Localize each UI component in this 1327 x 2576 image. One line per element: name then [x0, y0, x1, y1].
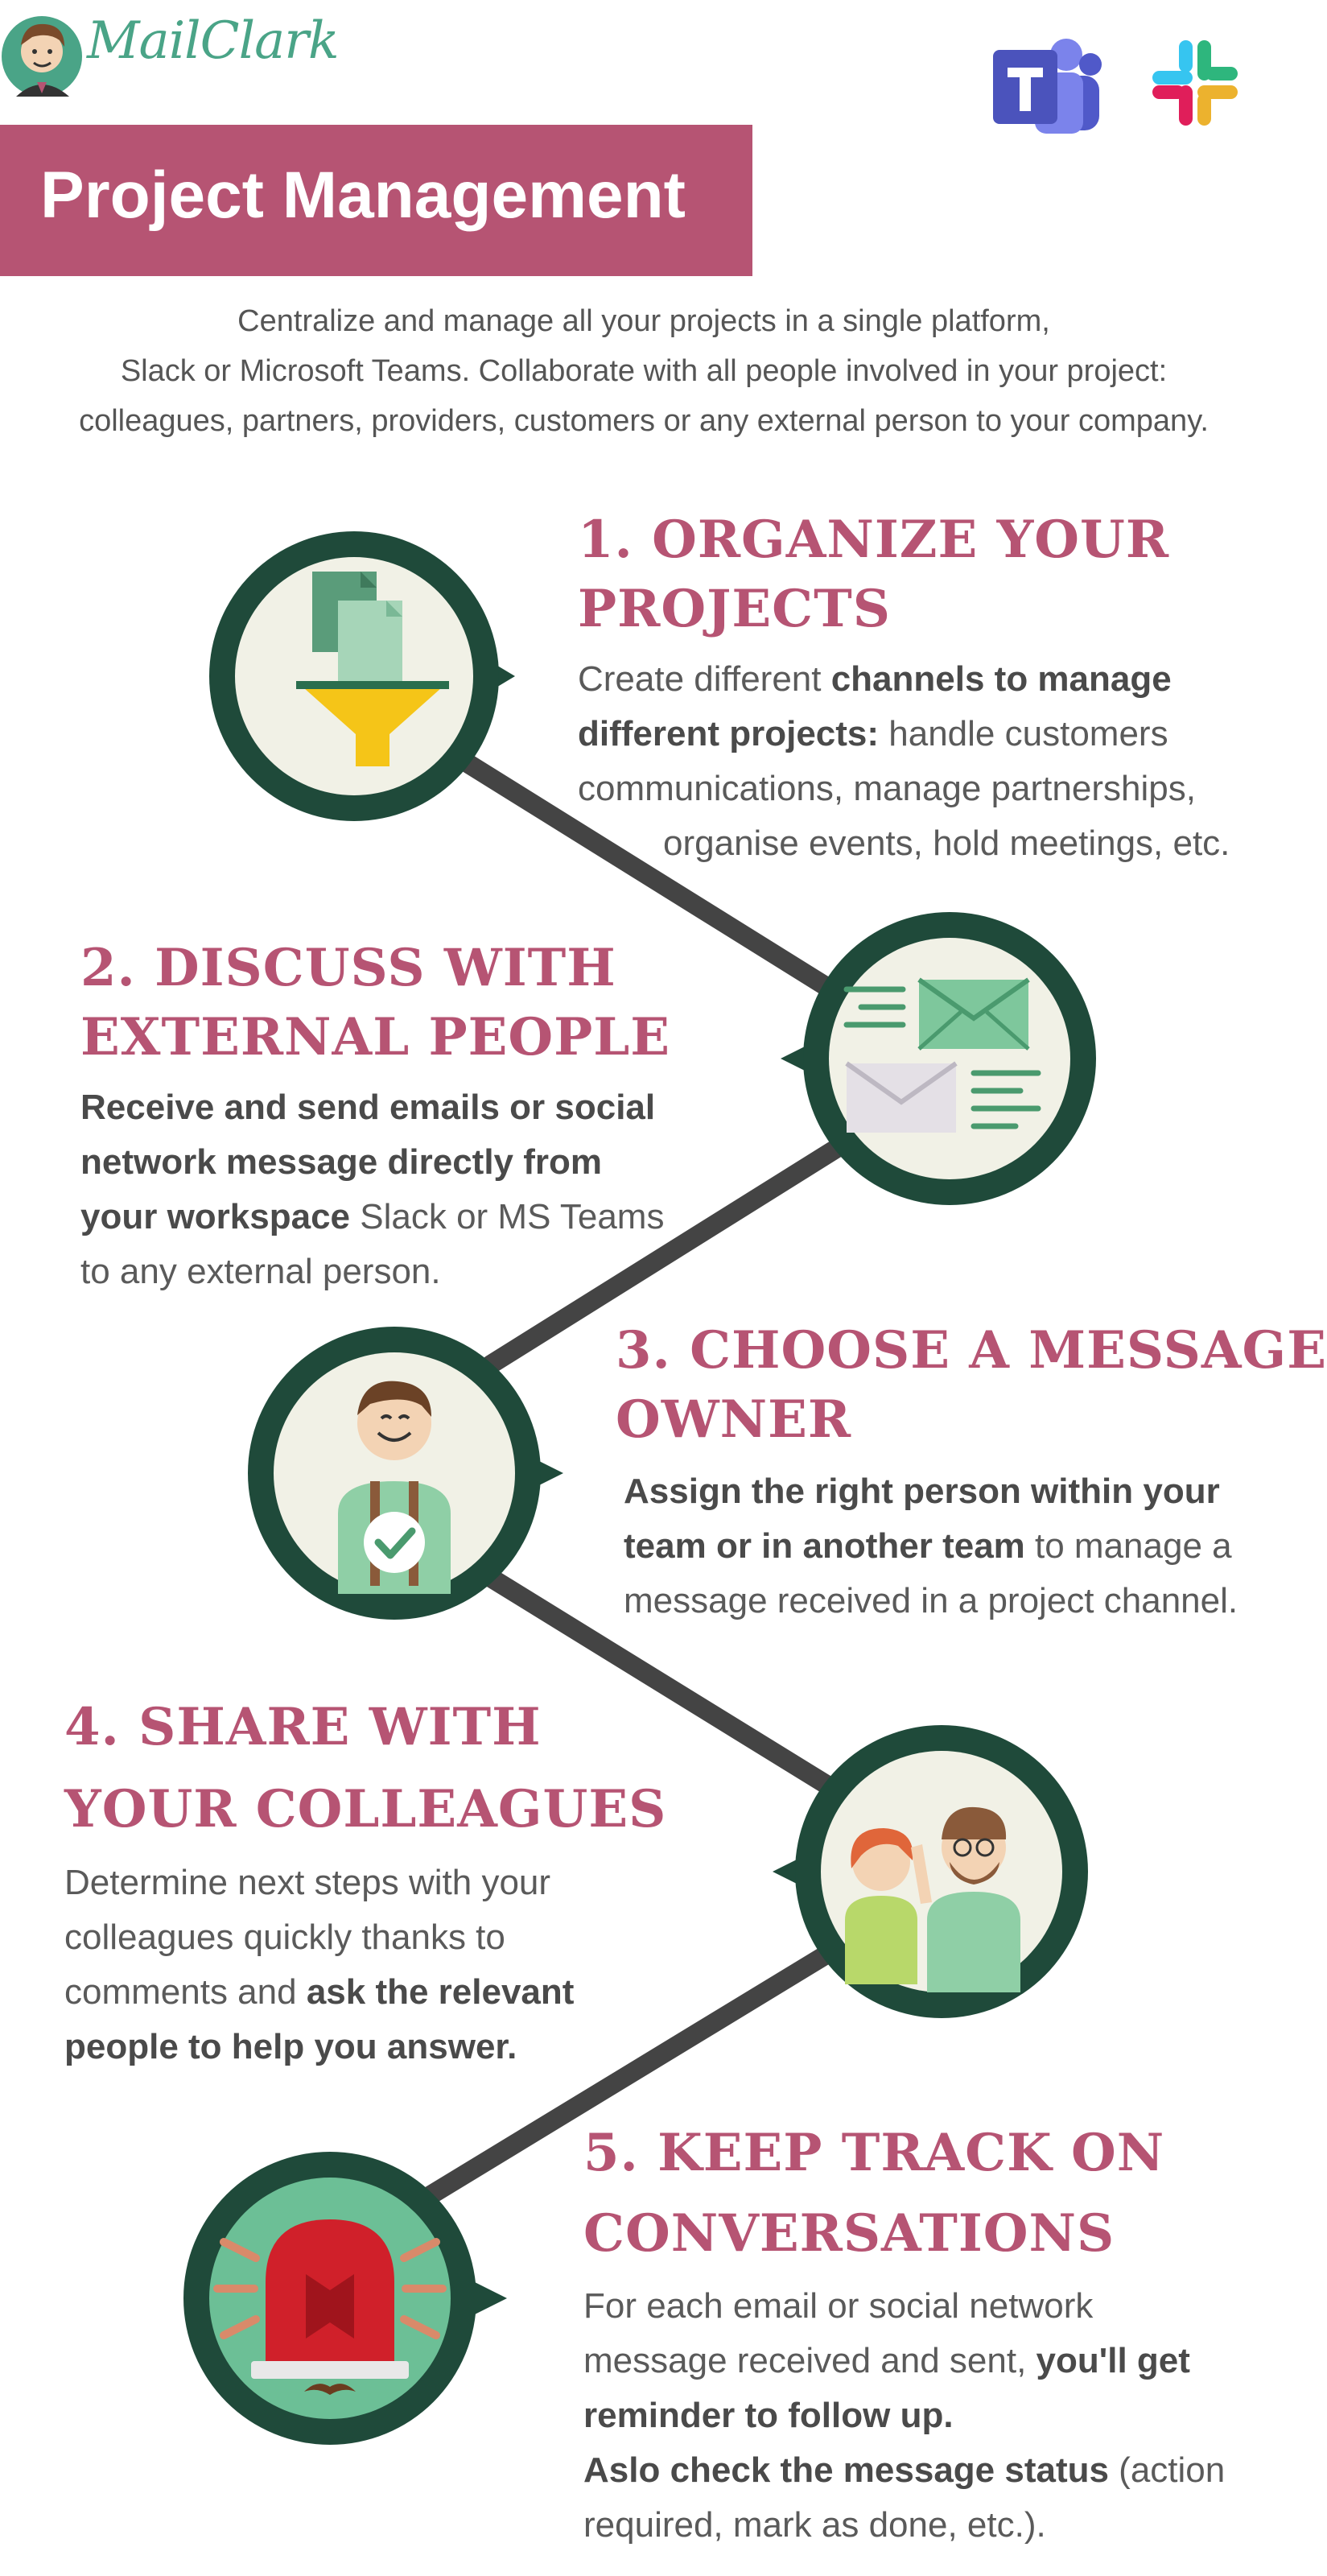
text-segment: 5. Keep track on	[583, 2123, 1165, 2183]
step-3-title: 3. Choose a message owner	[616, 1316, 1327, 1455]
text-segment: message received and sent,	[583, 2341, 1036, 2380]
text-segment: Slack or MS Teams	[350, 1197, 665, 1236]
intro-paragraph: Centralize and manage all your projects …	[16, 296, 1271, 446]
step-1-text: 1. Organize your projects Create differe…	[578, 506, 1230, 871]
bold-text-segment: you'll get	[1036, 2341, 1190, 2380]
text-segment: conversations	[583, 2203, 1115, 2264]
text-segment: 4. Share with	[64, 1697, 542, 1757]
alarm-siren-icon	[213, 2219, 447, 2395]
text-segment: colleagues quickly thanks to	[64, 1918, 505, 1957]
bold-text-segment: people to help you answer.	[64, 2027, 517, 2066]
text-segment: owner	[616, 1389, 852, 1450]
bold-text-segment: team or in another team	[624, 1526, 1025, 1566]
bold-text-segment: Assign the right person within your	[624, 1472, 1220, 1511]
step-3-body: Assign the right person within your team…	[616, 1464, 1327, 1629]
text-segment: to any external person.	[80, 1252, 441, 1291]
text-segment: Determine next steps with your	[64, 1863, 551, 1902]
step-1-badge	[209, 531, 515, 821]
text-segment: message received in a project channel.	[624, 1581, 1238, 1620]
connector-lines	[417, 743, 855, 2207]
text-segment: Create different	[578, 659, 831, 699]
step-5-title: 5. Keep track on conversations	[583, 2113, 1225, 2274]
text-segment: external people	[80, 1007, 671, 1067]
title-banner	[0, 125, 752, 276]
text-segment: For each email or social network	[583, 2286, 1094, 2326]
page-title: Project Management	[40, 159, 686, 232]
step-2-text: 2. Discuss with external people Receive …	[80, 934, 670, 1299]
step-2-title: 2. Discuss with external people	[80, 934, 670, 1072]
step-1-body: Create different channels to manage diff…	[578, 652, 1230, 871]
brand-logo[interactable]: MailClark	[0, 0, 340, 105]
step-5-body: For each email or social network message…	[583, 2279, 1225, 2553]
document-funnel-icon	[296, 572, 449, 766]
bold-text-segment: Receive and send emails or social	[80, 1088, 656, 1127]
logo-text: MailClark	[87, 11, 340, 71]
mailclark-avatar-icon	[2, 16, 82, 97]
text-segment: projects	[578, 579, 891, 639]
step-4-text: 4. Share with your colleagues Determine …	[64, 1686, 666, 2074]
bold-text-segment: channels to manage	[830, 659, 1172, 699]
step-3-text: 3. Choose a message owner Assign the rig…	[616, 1316, 1327, 1629]
text-segment: communications, manage partnerships,	[578, 769, 1196, 808]
step-3-badge	[248, 1327, 563, 1620]
step-1-title: 1. Organize your projects	[578, 506, 1230, 644]
text-segment: handle customers	[879, 714, 1168, 753]
slack-icon[interactable]	[1143, 31, 1247, 135]
text-segment: your colleagues	[64, 1779, 667, 1839]
step-4-badge	[773, 1725, 1088, 2018]
bold-text-segment: network message directly from	[80, 1142, 603, 1182]
intro-line: Centralize and manage all your projects …	[237, 304, 1050, 338]
microsoft-teams-icon[interactable]	[990, 32, 1102, 137]
bold-text-segment: ask the relevant	[306, 1972, 575, 2012]
intro-line: Slack or Microsoft Teams. Collaborate wi…	[120, 354, 1168, 388]
bold-text-segment: different projects:	[578, 714, 880, 753]
text-segment: to manage a	[1024, 1526, 1232, 1566]
text-segment: comments and	[64, 1972, 307, 2012]
step-4-title: 4. Share with your colleagues	[64, 1686, 666, 1851]
text-segment: 1. Organize your	[578, 510, 1169, 570]
intro-line: colleagues, partners, providers, custome…	[79, 404, 1209, 438]
envelopes-icon	[843, 977, 1041, 1133]
text-segment: 2. Discuss with	[80, 938, 616, 998]
colleagues-icon	[845, 1806, 1020, 1992]
text-segment: required, mark as done, etc.).	[583, 2505, 1046, 2545]
step-4-body: Determine next steps with your colleague…	[64, 1856, 666, 2074]
step-2-body: Receive and send emails or social networ…	[80, 1080, 670, 1299]
step-5-text: 5. Keep track on conversations For each …	[583, 2113, 1225, 2553]
text-segment: 3. Choose a message	[616, 1320, 1327, 1381]
text-segment: (action	[1108, 2450, 1226, 2490]
step-5-badge	[183, 2152, 507, 2445]
bold-text-segment: reminder to follow up.	[583, 2396, 954, 2435]
bold-text-segment: Aslo check the message status	[583, 2450, 1109, 2490]
step-2-badge	[781, 912, 1096, 1205]
person-check-icon	[338, 1381, 451, 1594]
bold-text-segment: your workspace	[80, 1197, 351, 1236]
text-segment: organise events, hold meetings, etc.	[663, 824, 1230, 863]
